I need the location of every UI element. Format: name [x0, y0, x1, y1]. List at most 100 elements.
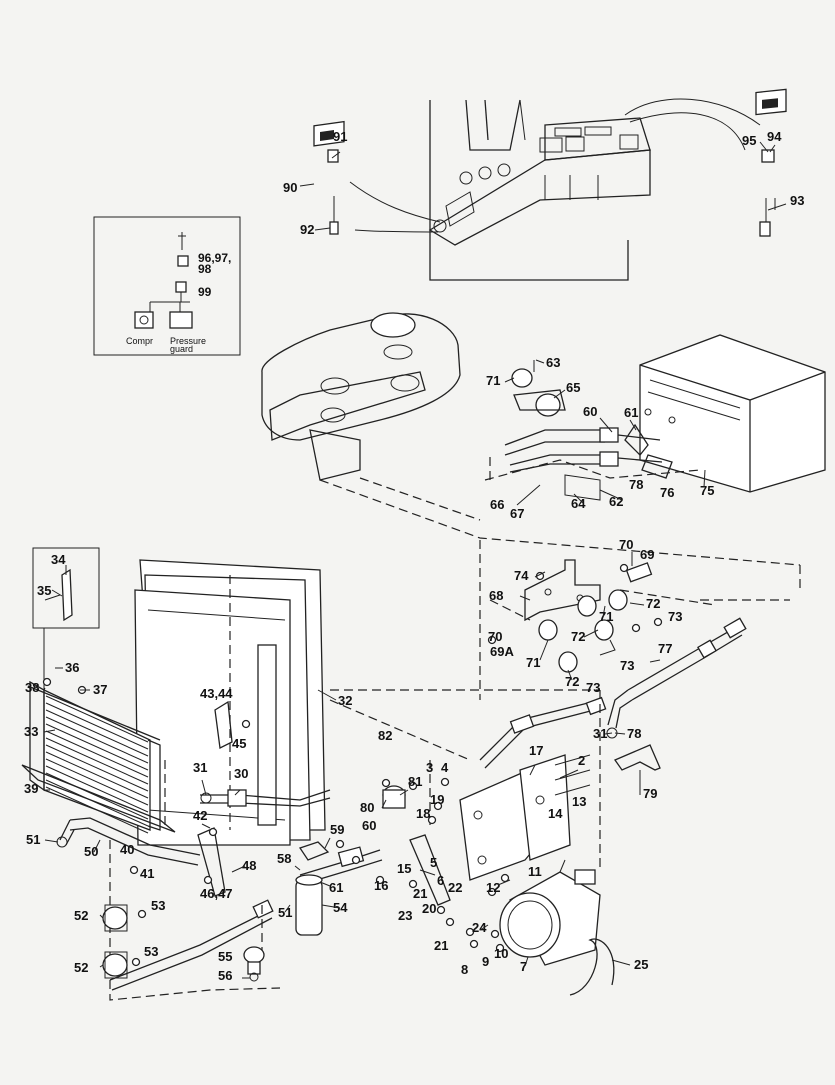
- part-label-100: 56: [218, 968, 232, 983]
- bolt-20: [469, 939, 479, 949]
- inset-bracket-34-35: [32, 547, 100, 690]
- leader-line-70: [231, 865, 246, 873]
- part-label-23: 62: [609, 494, 623, 509]
- bracket-79: [614, 744, 661, 771]
- bolt-4: [203, 875, 213, 885]
- bolt-2: [241, 719, 251, 729]
- leader-line-48: [604, 732, 613, 735]
- leader-line-38: [567, 669, 573, 681]
- pressure-switch-55: [243, 946, 265, 982]
- leader-line-82: [99, 914, 104, 919]
- cab-dashboard: [349, 98, 761, 281]
- part-label-41: 37: [93, 682, 107, 697]
- leader-line-13: [504, 377, 515, 383]
- part-label-50: 79: [643, 786, 657, 801]
- part-label-38: 72: [565, 674, 579, 689]
- part-label-54: 82: [378, 728, 392, 743]
- part-label-90: 24: [472, 920, 487, 935]
- part-label-87: 21: [413, 886, 427, 901]
- leader-line-53: [234, 789, 241, 796]
- part-label-6: 96,97,: [198, 251, 231, 265]
- part-label-70: 48: [242, 858, 256, 873]
- part-label-79: 6: [437, 873, 444, 888]
- leader-line-5: [767, 203, 787, 211]
- part-label-89: 23: [398, 908, 412, 923]
- leader-line-25: [51, 589, 63, 597]
- leader-line-28: [534, 571, 546, 578]
- bolt-5: [129, 865, 139, 875]
- leader-line-19: [703, 469, 706, 488]
- leader-line-31: [629, 602, 645, 606]
- part-label-46: 32: [338, 693, 352, 708]
- part-label-18: 76: [660, 485, 674, 500]
- part-label-34: 69A: [490, 644, 514, 659]
- part-label-9: Compr: [126, 336, 153, 346]
- part-label-68: 40: [120, 842, 134, 857]
- part-label-86: 22: [448, 880, 462, 895]
- part-label-81: 12: [486, 880, 500, 895]
- leader-line-42: [43, 687, 46, 691]
- part-label-14: 65: [566, 380, 580, 395]
- leader-line-74: [294, 865, 301, 871]
- part-label-37: 73: [620, 658, 634, 673]
- part-label-8: 99: [198, 285, 212, 299]
- pipe-30-lower: [200, 789, 331, 807]
- part-label-97: 52: [74, 960, 88, 975]
- bracket-68: [524, 559, 653, 673]
- part-label-95: 7: [520, 959, 527, 974]
- part-label-7: 98: [198, 262, 212, 276]
- part-label-84: 51: [278, 905, 292, 920]
- part-label-58: 80: [360, 800, 374, 815]
- part-label-59: 17: [529, 743, 543, 758]
- inset-wiring-box: [93, 216, 241, 356]
- part-label-44: 43,44: [200, 686, 233, 701]
- part-label-17: 78: [629, 477, 643, 492]
- bolt-28: [631, 623, 641, 633]
- leader-line-43: [43, 729, 56, 733]
- bracket-43-44: [214, 700, 233, 749]
- leader-line-97: [99, 964, 104, 968]
- part-label-33: 70: [488, 629, 502, 644]
- leader-line-4: [769, 144, 776, 153]
- part-label-57: 81: [408, 774, 422, 789]
- part-label-47: 77: [658, 641, 672, 656]
- bolt-15: [375, 875, 385, 885]
- dashed-routes-2: [109, 689, 601, 1001]
- dashed-routes: [319, 477, 801, 700]
- bolt-21: [490, 929, 500, 939]
- leader-line-96: [611, 959, 631, 966]
- bolt-14: [351, 855, 361, 865]
- leader-line-15: [599, 417, 613, 433]
- part-label-1: 90: [283, 180, 297, 195]
- part-label-31: 72: [646, 596, 660, 611]
- bolt-24: [500, 873, 510, 883]
- bolt-19: [465, 927, 475, 937]
- leader-line-81: [497, 879, 511, 886]
- evaporator-box-75: [639, 334, 826, 493]
- rod-15: [409, 834, 451, 906]
- part-label-52: 31: [193, 760, 207, 775]
- part-label-24: 34: [51, 552, 66, 567]
- part-label-65: 42: [193, 808, 207, 823]
- part-label-19: 75: [700, 483, 714, 498]
- clamps-52: [102, 904, 128, 979]
- bolt-17: [436, 905, 446, 915]
- part-label-35: 71: [526, 655, 540, 670]
- part-label-36: 72: [571, 629, 585, 644]
- bolt-10: [440, 777, 450, 787]
- part-label-75: 61: [329, 880, 343, 895]
- part-label-77: 15: [397, 861, 411, 876]
- part-label-76: 16: [374, 878, 388, 893]
- part-label-10: Pressure: [170, 336, 206, 346]
- part-label-94: 10: [494, 946, 508, 961]
- part-label-60: 2: [578, 753, 585, 768]
- bolt-3: [208, 827, 218, 837]
- bolt-6: [137, 909, 147, 919]
- part-label-93: 9: [482, 954, 489, 969]
- part-label-43: 33: [24, 724, 38, 739]
- leader-line-59: [529, 764, 536, 776]
- leader-line-84: [284, 904, 291, 913]
- part-80: [382, 785, 406, 809]
- part-label-28: 74: [514, 568, 529, 583]
